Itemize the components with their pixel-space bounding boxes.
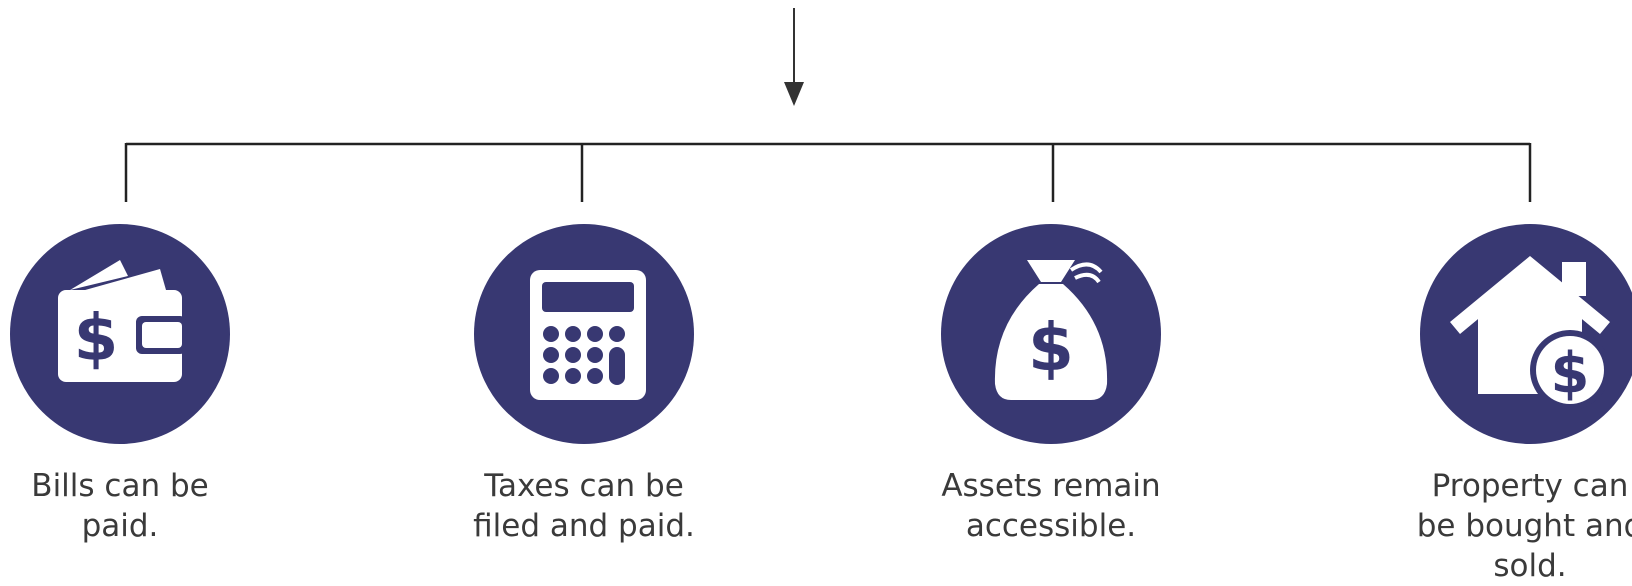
money-bag-dollar-icon: $ [994,260,1108,400]
property-caption: Property can be bought and sold. [1416,468,1632,584]
incoming-arrow-head [784,82,804,106]
taxes-circle [474,224,694,444]
house-dollar-icon: $ [1450,256,1610,410]
outcome-bills: $ Bills can be paid. [0,224,250,546]
assets-caption: Assets remain accessible. [941,468,1161,544]
assets-circle: $ [941,224,1161,444]
outcome-assets: $ Assets remain accessible. [921,224,1181,546]
calculator-icon [530,270,646,400]
svg-text:$: $ [74,302,119,376]
outcome-taxes: Taxes can be filed and paid. [454,224,714,546]
svg-text:$: $ [1551,341,1590,406]
taxes-caption: Taxes can be filed and paid. [473,468,695,544]
wallet-dollar-icon: $ [58,260,186,382]
property-circle: $ [1420,224,1632,444]
bills-circle: $ [10,224,230,444]
bills-caption: Bills can be paid. [31,468,209,544]
svg-text:$: $ [1028,309,1074,386]
outcome-property: $ Property can be bought and sold. [1400,224,1632,586]
